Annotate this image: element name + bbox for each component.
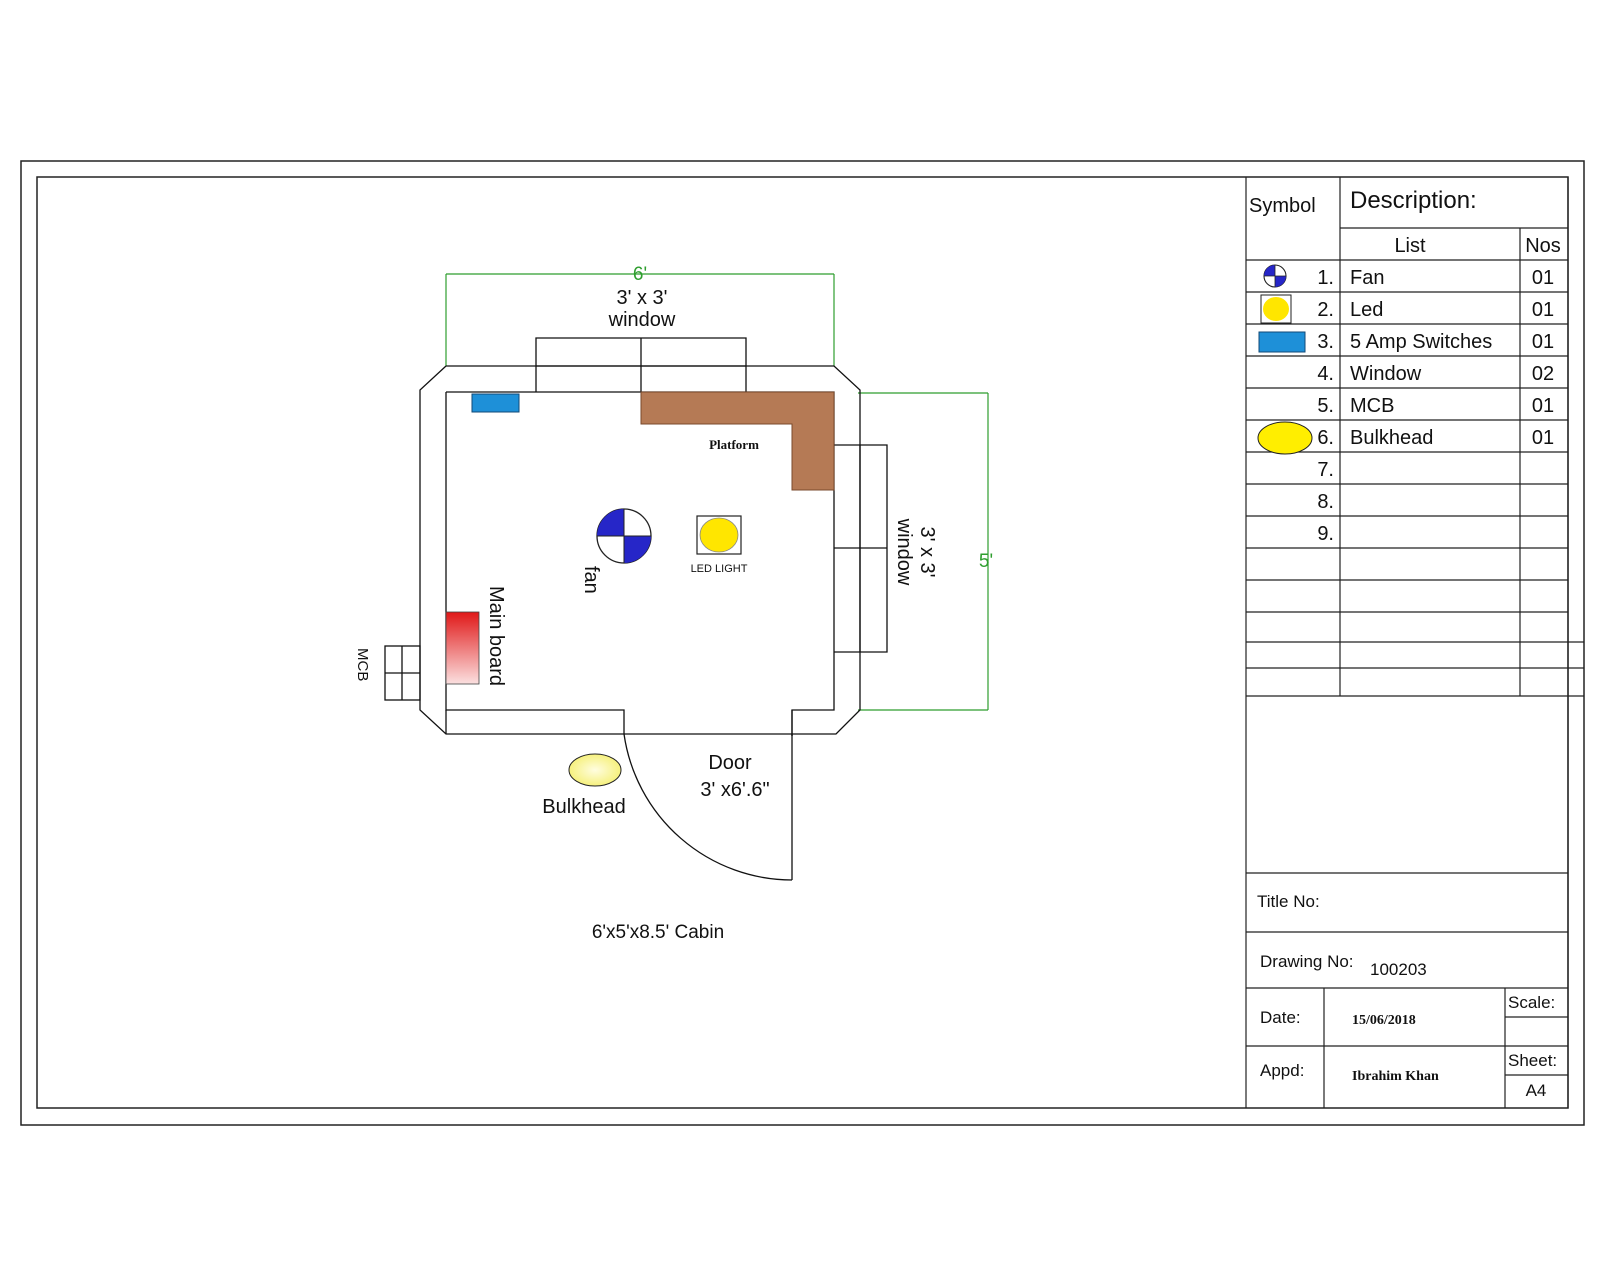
top-window [535, 337, 747, 392]
nos-header: Nos [1525, 235, 1561, 257]
drawing-no-label: Drawing No: [1260, 952, 1354, 971]
outer-wall [419, 365, 861, 735]
legend-row-number: 9. [1317, 523, 1334, 545]
legend-rows: 1. Fan 01 2. Led 01 3. 5 Amp Switches 01 4. Window… [1317, 267, 1554, 545]
mcb-label: MCB [354, 648, 371, 681]
sheet-value: A4 [1526, 1081, 1547, 1100]
platform [640, 391, 835, 491]
legend-row-nos: 01 [1532, 395, 1554, 417]
legend-table [1245, 177, 1584, 1108]
title-no-label: Title No: [1257, 892, 1320, 911]
legend-row-number: 2. [1317, 299, 1334, 321]
led-icon [696, 515, 742, 555]
legend-switch-icon [1258, 331, 1306, 353]
legend-row-number: 1. [1317, 267, 1334, 289]
legend-row-item: Bulkhead [1350, 427, 1433, 449]
led-light-label: LED LIGHT [691, 563, 748, 575]
dimension-lines [445, 273, 989, 711]
fan-label: fan [580, 566, 602, 594]
title-block [1246, 872, 1568, 1108]
right-window [834, 444, 888, 653]
legend-fan-icon [1263, 264, 1287, 288]
main-board [445, 611, 480, 685]
mcb-box [384, 645, 421, 701]
bulkhead-light [568, 753, 622, 787]
legend-row-nos: 01 [1532, 427, 1554, 449]
drawing-no-value: 100203 [1370, 960, 1427, 979]
top-window-label-2: window [608, 309, 676, 331]
bulkhead-label: Bulkhead [542, 796, 625, 818]
description-header: Description: [1350, 187, 1477, 214]
appd-label: Appd: [1260, 1061, 1304, 1080]
legend-row-number: 3. [1317, 331, 1334, 353]
outer-border [20, 160, 1585, 1126]
fan-icon [596, 508, 652, 564]
right-window-label: 3' x 3' [916, 527, 938, 578]
date-value: 15/06/2018 [1352, 1013, 1416, 1028]
door-label: Door [708, 752, 752, 774]
legend-bulkhead-icon [1257, 421, 1313, 455]
list-header: List [1394, 235, 1426, 257]
door [623, 733, 793, 881]
right-window-label-2: window [893, 518, 915, 586]
switch-symbol [471, 393, 520, 413]
top-window-label: 3' x 3' [617, 287, 668, 309]
legend-led-icon [1260, 294, 1292, 324]
dim-top-label: 6' [633, 264, 647, 285]
legend-row-item: Fan [1350, 267, 1384, 289]
legend-row-item: Led [1350, 299, 1383, 321]
symbol-header: Symbol [1249, 195, 1316, 217]
legend-row-item: Window [1350, 363, 1422, 385]
sheet-label: Sheet: [1508, 1051, 1557, 1070]
legend-row-item: 5 Amp Switches [1350, 331, 1492, 353]
date-label: Date: [1260, 1008, 1301, 1027]
plan-caption: 6'x5'x8.5' Cabin [592, 922, 724, 943]
legend-row-item: MCB [1350, 395, 1394, 417]
platform-label: Platform [709, 437, 759, 452]
legend-row-nos: 02 [1532, 363, 1554, 385]
legend-row-number: 7. [1317, 459, 1334, 481]
scale-label: Scale: [1508, 993, 1555, 1012]
legend-row-nos: 01 [1532, 299, 1554, 321]
appd-value: Ibrahim Khan [1352, 1069, 1439, 1084]
door-size-label: 3' x6'.6" [700, 779, 769, 801]
legend-row-number: 4. [1317, 363, 1334, 385]
main-board-label: Main board [485, 586, 507, 686]
legend-row-nos: 01 [1532, 267, 1554, 289]
dim-right-label: 5' [979, 551, 993, 572]
legend-row-number: 6. [1317, 427, 1334, 449]
legend-row-number: 8. [1317, 491, 1334, 513]
legend-row-nos: 01 [1532, 331, 1554, 353]
legend-row-number: 5. [1317, 395, 1334, 417]
